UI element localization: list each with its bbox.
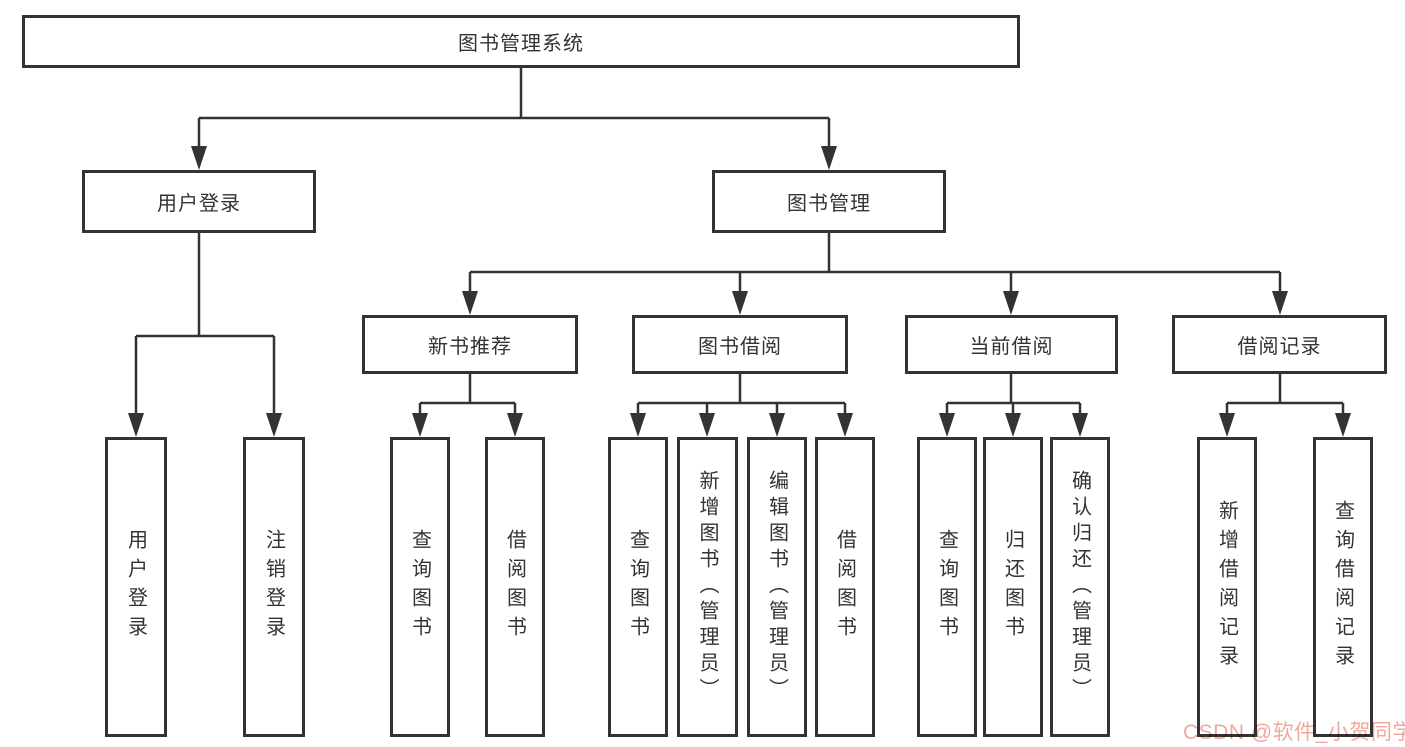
- leaf-label: 编辑图书（管理员）: [765, 470, 788, 704]
- leaf-query-books-2: 查询图书: [608, 437, 668, 737]
- leaf-return-books: 归还图书: [983, 437, 1043, 737]
- leaf-label: 查询图书: [408, 529, 431, 645]
- node-book-borrowing: 图书借阅: [632, 315, 848, 374]
- leaf-add-borrow-record: 新增借阅记录: [1197, 437, 1257, 737]
- leaf-label: 查询图书: [935, 529, 958, 645]
- node-label: 图书管理系统: [458, 33, 584, 55]
- arrowheads: [128, 146, 1351, 437]
- leaf-label: 用户登录: [124, 529, 147, 645]
- node-label: 图书管理: [787, 193, 871, 215]
- node-book-management: 图书管理: [712, 170, 946, 233]
- node-label: 当前借阅: [969, 336, 1054, 358]
- leaf-query-books-3: 查询图书: [917, 437, 977, 737]
- leaf-edit-books-admin: 编辑图书（管理员）: [747, 437, 807, 737]
- connector-book-borrow-branch: [636, 374, 847, 415]
- node-label: 新书推荐: [428, 336, 512, 358]
- connector-borrow-record-branch: [1225, 374, 1345, 415]
- node-label: 借阅记录: [1237, 336, 1322, 358]
- node-user-login: 用户登录: [82, 170, 316, 233]
- leaf-borrow-books-2: 借阅图书: [815, 437, 875, 737]
- leaf-label: 借阅图书: [833, 529, 856, 645]
- connector-new-book-branch: [418, 374, 517, 415]
- leaf-query-borrow-record: 查询借阅记录: [1313, 437, 1373, 737]
- node-label: 图书借阅: [698, 336, 782, 358]
- leaf-label: 新增图书（管理员）: [696, 470, 718, 704]
- leaf-query-books-1: 查询图书: [390, 437, 450, 737]
- leaf-label: 注销登录: [262, 529, 285, 645]
- node-library-management-system: 图书管理系统: [22, 15, 1020, 68]
- leaf-label: 新增借阅记录: [1215, 500, 1238, 674]
- leaf-confirm-return-admin: 确认归还（管理员）: [1050, 437, 1110, 737]
- leaf-label: 借阅图书: [503, 529, 526, 645]
- node-new-book-recommendation: 新书推荐: [362, 315, 578, 374]
- leaf-label: 查询借阅记录: [1331, 500, 1354, 674]
- leaf-logout: 注销登录: [243, 437, 305, 737]
- connector-user-login-branch: [134, 233, 276, 415]
- leaf-label: 归还图书: [1001, 529, 1024, 645]
- node-borrowing-records: 借阅记录: [1172, 315, 1387, 374]
- leaf-label: 查询图书: [626, 529, 649, 645]
- csdn-watermark: CSDN @软件_小贺同学: [1183, 721, 1405, 744]
- leaf-borrow-books-1: 借阅图书: [485, 437, 545, 737]
- connector-current-borrow-branch: [945, 374, 1082, 415]
- leaf-label: 确认归还（管理员）: [1068, 470, 1091, 704]
- connector-root-to-level2: [197, 68, 831, 148]
- connector-book-mgmt-branch: [468, 233, 1282, 293]
- node-label: 用户登录: [157, 193, 241, 215]
- leaf-user-login: 用户登录: [105, 437, 167, 737]
- node-current-borrowing: 当前借阅: [905, 315, 1118, 374]
- leaf-add-books-admin: 新增图书（管理员）: [677, 437, 738, 737]
